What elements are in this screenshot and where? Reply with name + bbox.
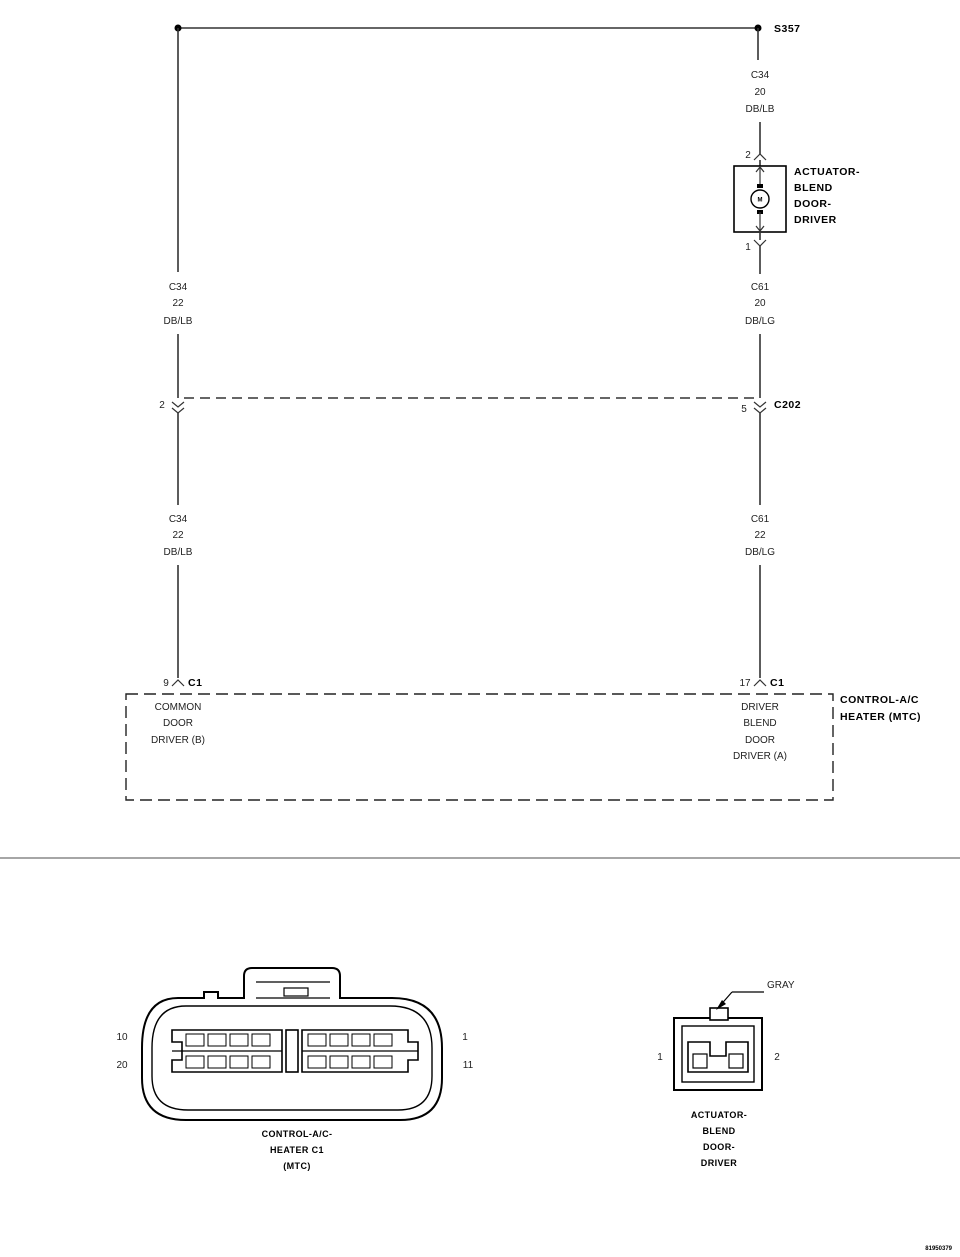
c1-caption-line-2: HEATER C1 — [270, 1145, 324, 1155]
wire-upper-right-circuit: C61 — [751, 282, 770, 293]
figure-id: 81950379 — [925, 1246, 952, 1252]
module-right-pin-number: 17 — [739, 678, 751, 689]
actuator-conn-caption-line-3: DOOR- — [703, 1142, 735, 1152]
c1-connector-view — [141, 967, 443, 1121]
c1-pin-label-bottom-right: 11 — [463, 1060, 474, 1071]
actuator-label-line-1: ACTUATOR- — [794, 166, 860, 178]
wire-lower-right-color: DB/LG — [745, 547, 775, 558]
c202-left-terminal-icon — [171, 401, 185, 414]
module-left-desc-2: DOOR — [163, 718, 193, 729]
actuator-conn-color-label: GRAY — [767, 980, 795, 991]
wire-upper-left-circuit: C34 — [169, 282, 188, 293]
module-right-desc-3: DOOR — [745, 735, 775, 746]
c1-pin-label-top-left: 10 — [116, 1032, 128, 1043]
actuator-pin-top-terminal-icon — [753, 153, 767, 161]
actuator-internal-arrow-top-icon — [755, 166, 765, 173]
module-label-line-2: HEATER (MTC) — [840, 711, 921, 723]
module-left-pin-number: 9 — [163, 678, 169, 689]
wire-upper-right-color: DB/LG — [745, 316, 775, 327]
c1-center-key — [285, 1029, 299, 1073]
module-right-desc-1: DRIVER — [741, 702, 779, 713]
wire-lower-right-gauge: 22 — [754, 530, 766, 541]
wire-lower-left-gauge: 22 — [172, 530, 184, 541]
actuator-connector-view — [673, 991, 764, 1091]
actuator-conn-leader-arrow-icon — [716, 1000, 726, 1010]
actuator-conn-pin-1 — [692, 1053, 708, 1069]
module-left-terminal-icon — [171, 679, 185, 687]
module-right-desc-2: BLEND — [743, 718, 776, 729]
actuator-conn-pin-left: 1 — [657, 1052, 663, 1063]
module-right-pin-connector: C1 — [770, 677, 784, 689]
module-label-line-1: CONTROL-A/C — [840, 694, 919, 706]
module-left-desc-3: DRIVER (B) — [151, 735, 205, 746]
module-box — [125, 693, 834, 801]
c1-pin-label-bottom-left: 20 — [116, 1060, 128, 1071]
c1-pin-label-top-right: 1 — [462, 1032, 468, 1043]
c202-pin-left: 2 — [159, 400, 165, 411]
c1-latch-icon — [283, 987, 309, 997]
motor-icon — [750, 189, 770, 209]
actuator-pin-top: 2 — [745, 150, 751, 161]
wire-upper-right-gauge: 20 — [754, 298, 766, 309]
c202-label: C202 — [774, 399, 801, 411]
wire-top-right-gauge: 20 — [754, 87, 766, 98]
wire-lower-left-color: DB/LB — [164, 547, 193, 558]
actuator-label-line-2: BLEND — [794, 182, 833, 194]
wire-upper-left-color: DB/LB — [164, 316, 193, 327]
actuator-conn-caption-line-4: DRIVER — [701, 1158, 738, 1168]
module-left-desc-1: COMMON — [155, 702, 202, 713]
actuator-internal-arrow-bottom-icon — [755, 225, 765, 232]
c1-caption-line-3: (MTC) — [283, 1161, 311, 1171]
actuator-conn-caption-line-1: ACTUATOR- — [691, 1110, 747, 1120]
wire-top-right-circuit: C34 — [751, 70, 770, 81]
wire-upper-left-gauge: 22 — [172, 298, 184, 309]
wire-lower-left-circuit: C34 — [169, 514, 188, 525]
actuator-pin-bottom-terminal-icon — [753, 239, 767, 247]
actuator-label-line-4: DRIVER — [794, 214, 837, 226]
actuator-pin-bottom: 1 — [745, 242, 751, 253]
motor-symbol: M — [758, 198, 763, 204]
actuator-conn-pin-2 — [728, 1053, 744, 1069]
wire-top-right-color: DB/LB — [746, 104, 775, 115]
c1-inner-shell — [151, 1005, 433, 1111]
actuator-conn-caption-line-2: BLEND — [703, 1126, 736, 1136]
actuator-conn-pin-right: 2 — [774, 1052, 780, 1063]
actuator-conn-latch-icon — [709, 1007, 729, 1021]
module-left-pin-connector: C1 — [188, 677, 202, 689]
c202-right-terminal-icon — [753, 401, 767, 414]
motor-brush-top-icon — [757, 184, 763, 188]
wire-lower-right-circuit: C61 — [751, 514, 770, 525]
c202-pin-right: 5 — [741, 404, 747, 415]
module-right-terminal-icon — [753, 679, 767, 687]
splice-label: S357 — [774, 23, 801, 35]
c1-caption-line-1: CONTROL-A/C- — [262, 1129, 333, 1139]
actuator-label-line-3: DOOR- — [794, 198, 832, 210]
module-right-desc-4: DRIVER (A) — [733, 751, 787, 762]
